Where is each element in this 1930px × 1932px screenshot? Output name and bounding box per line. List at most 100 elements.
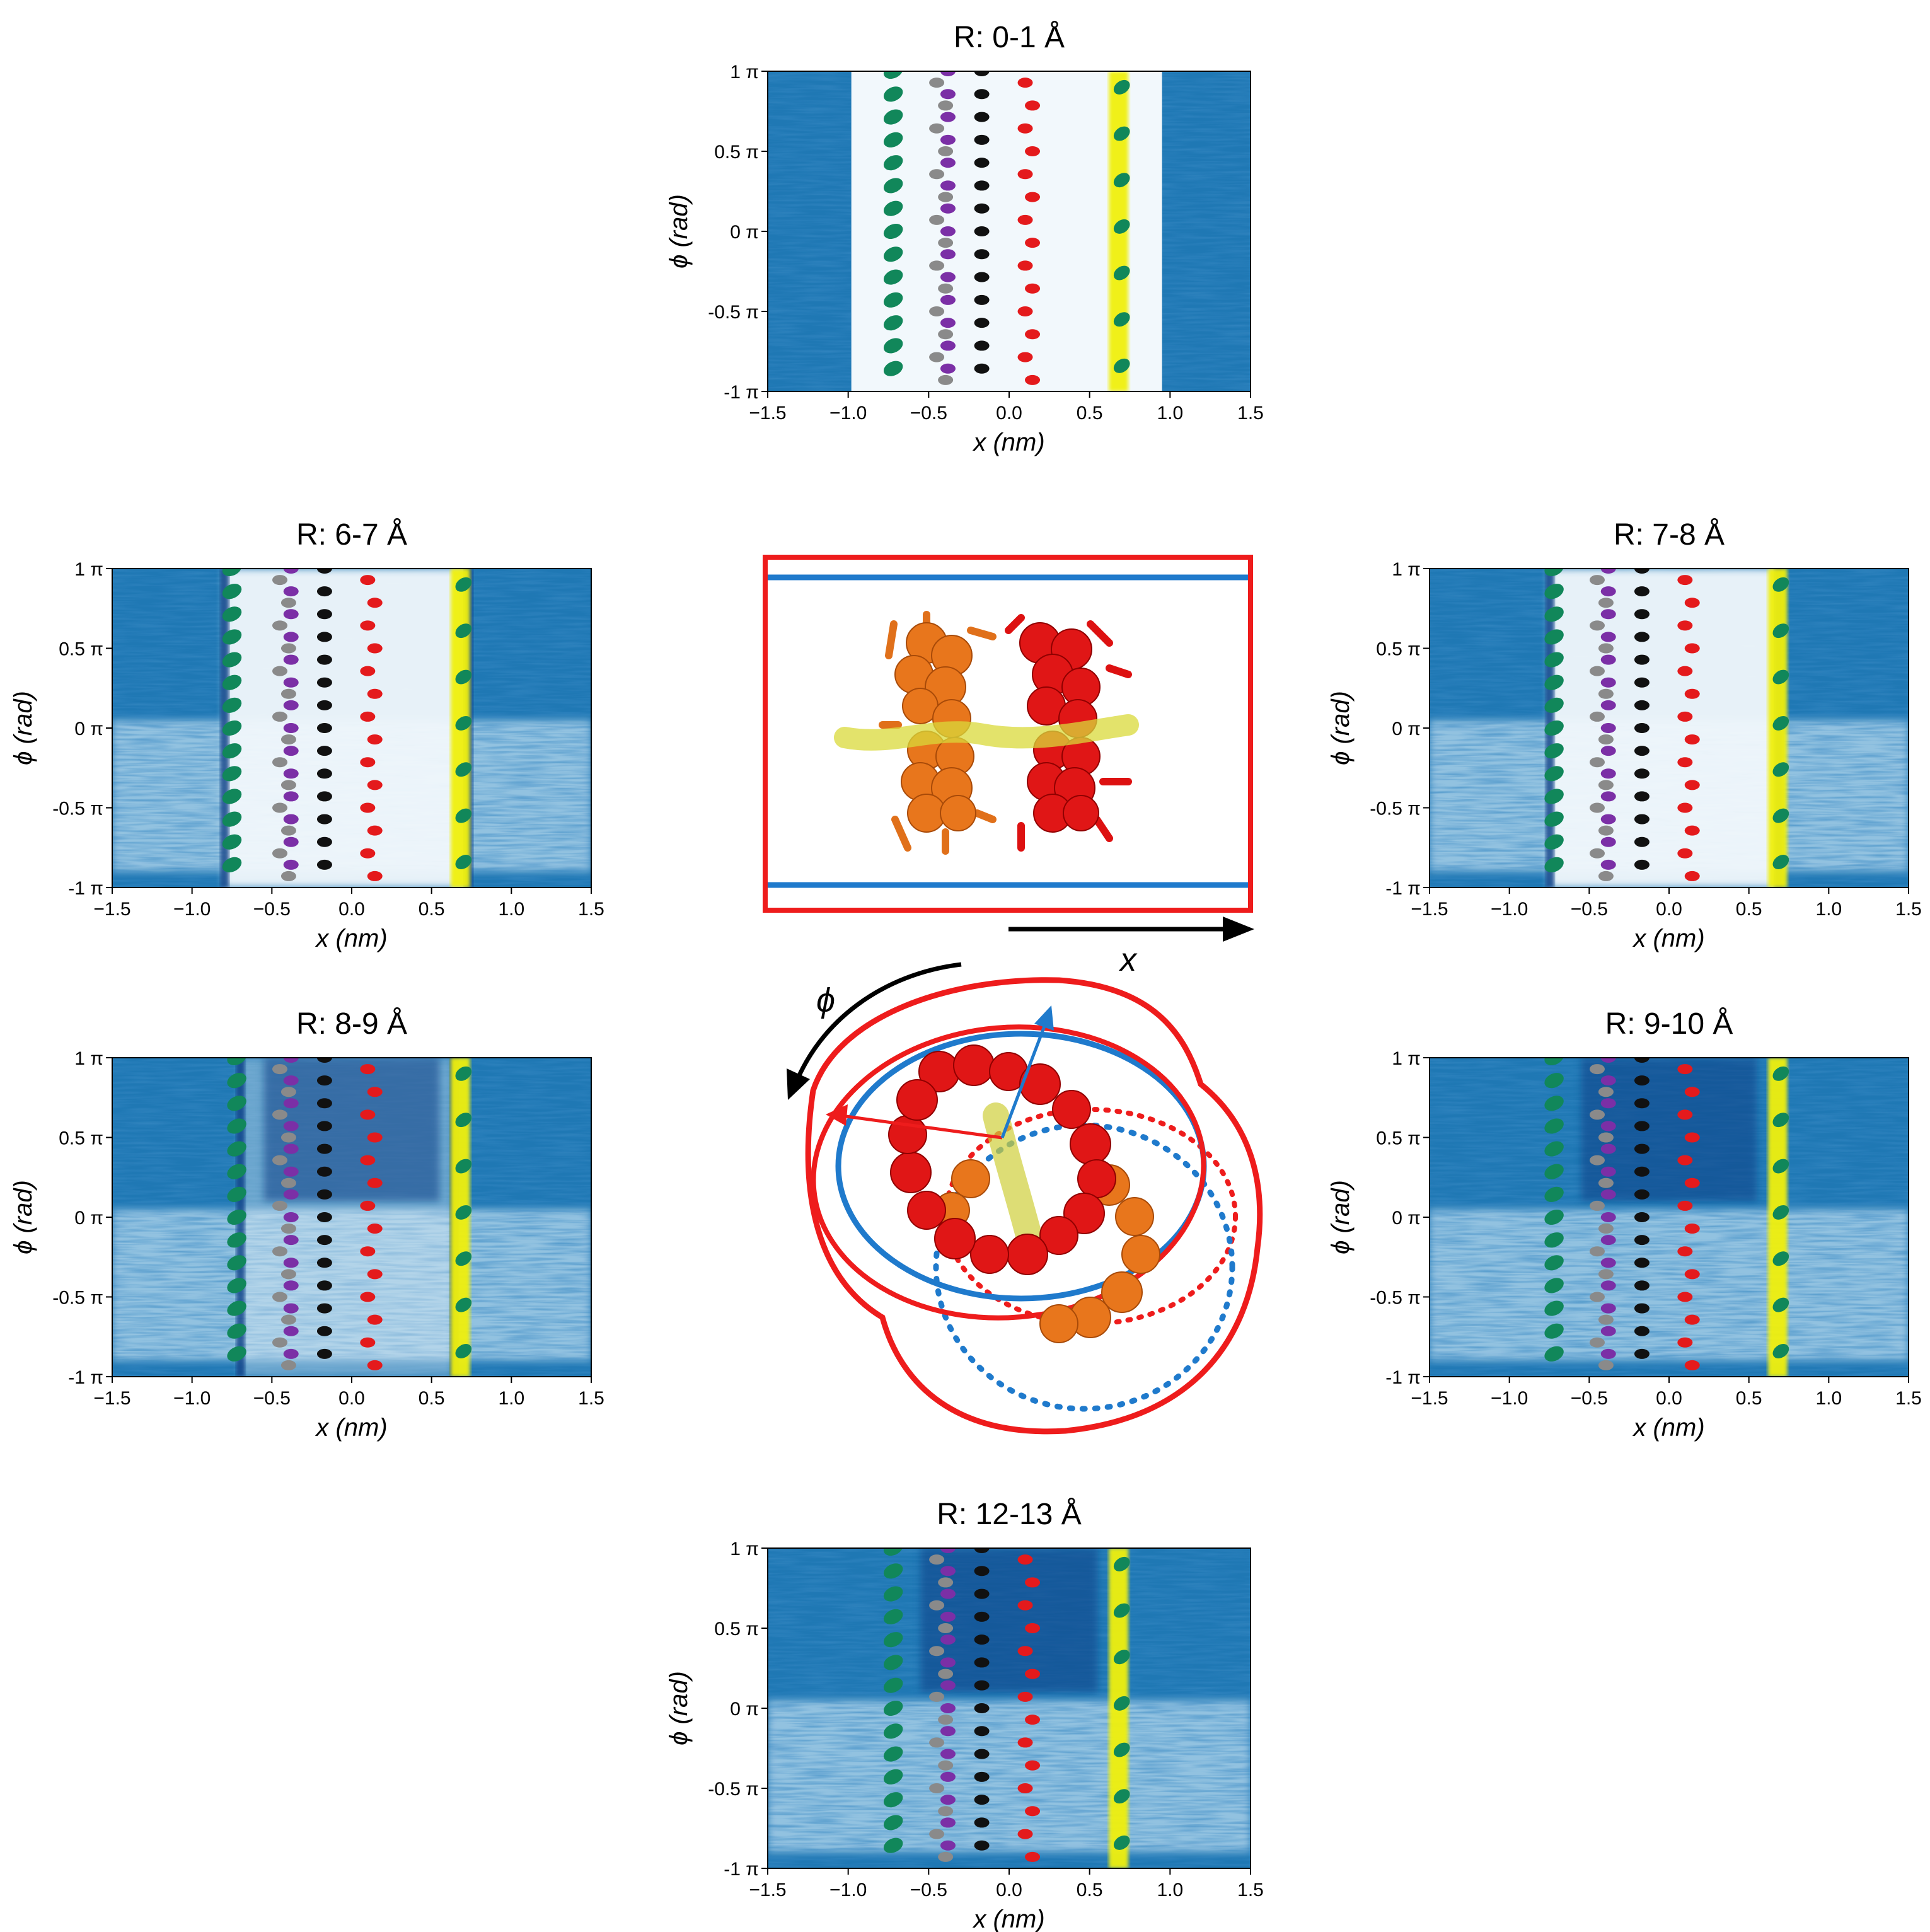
purple-atom-mark [940,1611,956,1622]
purple-atom-mark [1600,768,1616,779]
panel-title: R: 0-1 Å [954,21,1065,54]
green-atom-mark [1544,1278,1564,1293]
y-tick-label: -1 π [68,1367,103,1388]
purple-atom-mark [283,1058,299,1063]
purple-atom-mark [1600,723,1616,733]
black-atom-mark [1634,1143,1650,1154]
x-tick-label: −0.5 [253,899,291,920]
grey-atom-mark [929,260,945,271]
purple-atom-mark [940,1566,956,1576]
green-atom-mark [227,1255,246,1271]
red-atom-mark [1684,1223,1700,1234]
black-atom-mark [316,859,332,870]
green-yellow-mark [1113,1789,1130,1804]
green-atom-mark [227,1346,246,1362]
x-tick-label: 1.5 [1237,1880,1264,1900]
black-atom-mark [316,569,332,574]
green-atom-mark [883,292,903,308]
grey-atom-mark [938,1760,954,1771]
red-atom-mark [1017,1691,1033,1702]
purple-atom-mark [283,1143,299,1154]
purple-atom-mark [283,791,299,802]
x-tick-label: −1.5 [93,1388,130,1409]
black-atom-mark [1634,677,1650,688]
black-atom-mark [316,1348,332,1359]
grey-atom-mark [938,1806,954,1817]
red-atom-mark [1677,1246,1693,1257]
y-tick-label: 1 π [730,1539,759,1559]
red-atom-mark [1025,1715,1041,1725]
green-atom-mark [227,1186,246,1202]
green-yellow-mark [1772,1251,1789,1266]
purple-atom-mark [283,1258,299,1268]
green-yellow-mark [455,623,472,639]
grey-atom-mark [1598,688,1614,699]
green-yellow-mark [455,1113,472,1128]
grey-atom-mark [1598,1223,1614,1234]
green-yellow-mark [455,1297,472,1312]
green-atom-mark [1544,789,1564,804]
x-axis-label: x (nm) [315,1414,387,1442]
red-atom-mark [1684,643,1700,654]
black-atom-mark [974,1588,990,1599]
green-atom-mark [883,1609,903,1624]
grey-atom-mark [1598,734,1614,745]
grey-atom-mark [1598,1087,1614,1097]
green-yellow-mark [1113,219,1130,234]
green-yellow-mark [455,1205,472,1220]
black-atom-mark [974,1795,990,1805]
purple-atom-mark [283,1280,299,1291]
grey-atom-mark [1590,1109,1605,1120]
black-atom-mark [1634,1212,1650,1222]
y-tick-label: 0.5 π [59,639,103,660]
y-tick-label: 1 π [1392,559,1421,580]
panel-title: R: 9-10 Å [1605,1007,1733,1041]
purple-atom-mark [1600,677,1616,688]
black-atom-mark [316,1235,332,1246]
grey-atom-mark [1598,825,1614,836]
purple-atom-mark [283,1189,299,1200]
green-atom-mark [883,1632,903,1648]
green-atom-mark [1544,1323,1564,1339]
purple-atom-mark [940,89,956,100]
black-atom-mark [316,609,332,620]
purple-atom-mark [283,1166,299,1177]
grey-atom-mark [280,1087,296,1097]
blue-radius-arrow [1000,1021,1048,1138]
grey-atom-mark [272,666,287,676]
red-atom-mark [1025,146,1041,156]
y-axis-label: ϕ (rad) [665,194,693,269]
green-atom-mark [222,674,242,690]
green-atom-mark [1544,584,1564,599]
purple-atom-mark [940,1588,956,1599]
grey-atom-mark [929,123,945,134]
green-atom-mark [222,743,242,759]
purple-atom-mark [1600,1098,1616,1109]
green-yellow-mark [455,1344,472,1358]
green-atom-mark [227,1278,246,1293]
grey-atom-mark [272,1200,287,1211]
purple-atom-mark [283,586,299,597]
purple-atom-mark [283,1348,299,1359]
grey-atom-mark [280,1177,296,1188]
grey-atom-mark [1590,802,1605,813]
purple-atom-mark [283,569,299,574]
grey-atom-mark [280,1360,296,1370]
black-atom-mark [316,1075,332,1086]
green-atom-mark [1544,1073,1564,1089]
x-tick-label: −0.5 [910,1880,947,1900]
y-tick-label: -0.5 π [1370,1288,1421,1309]
green-atom-mark [1544,766,1564,782]
outer-red-contour [805,977,1263,1435]
x-tick-label: −1.0 [829,403,867,424]
density-pore-white [224,569,467,888]
purple-atom-mark [940,1680,956,1691]
grey-atom-mark [272,575,287,586]
red-atom-mark [1684,780,1700,790]
orange-ring-side [879,611,997,855]
red-atom-mark [1025,100,1041,111]
x-tick-label: −1.5 [1411,1388,1448,1409]
purple-atom-mark [283,768,299,779]
red-atom-mark [1025,283,1041,294]
black-atom-mark [1634,723,1650,733]
